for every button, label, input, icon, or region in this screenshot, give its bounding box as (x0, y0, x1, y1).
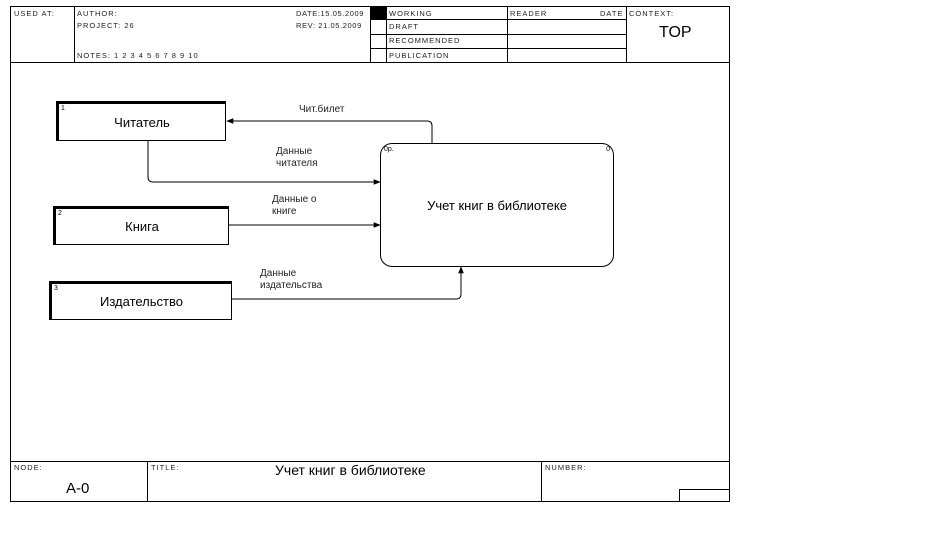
rev-label: REV: 21.05.2009 (296, 21, 362, 30)
entity-number: 3 (54, 285, 58, 292)
used-at-label: USED AT: (14, 9, 55, 18)
title-caption: TITLE: (151, 463, 180, 472)
status-draft: DRAFT (389, 22, 419, 31)
flow-label-dannye-o-knige: Данные о книге (272, 194, 317, 217)
footer-top-line (10, 461, 730, 462)
entity-izdatelstvo[interactable]: 3 Издательство (49, 281, 232, 320)
flow-label-dannye-chitatelya: Данные читателя (276, 146, 318, 169)
footer-divider-node (147, 461, 148, 502)
process-label: Учет книг в библиотеке (427, 197, 567, 213)
node-caption: NODE: (14, 463, 43, 472)
header-divider-used-at (74, 6, 75, 62)
process-uchet-knig[interactable]: 0р. 0 Учет книг в библиотеке (380, 143, 614, 267)
flow-chit-bilet (226, 118, 433, 143)
status-row-line-3 (370, 48, 626, 49)
number-corner-box (679, 489, 730, 502)
entity-number: 1 (61, 105, 65, 112)
context-value: TOP (659, 24, 692, 41)
entity-label: Издательство (100, 294, 183, 309)
entity-label: Книга (125, 219, 159, 234)
header-bottom-line (10, 62, 730, 63)
status-working: WORKING (389, 9, 433, 18)
diagram-title: Учет книг в библиотеке (275, 462, 426, 478)
notes-label: NOTES: 1 2 3 4 5 6 7 8 9 10 (77, 51, 199, 60)
entity-number: 2 (58, 210, 62, 217)
status-row-line-2 (370, 34, 626, 35)
node-value: A-0 (66, 480, 90, 497)
flow-dannye-chitatelya (147, 141, 381, 185)
footer-divider-number (541, 461, 542, 502)
status-publication: PUBLICATION (389, 51, 450, 60)
context-label: CONTEXT: (629, 9, 675, 18)
flow-label-dannye-izdatelstva: Данные издательства (260, 268, 323, 291)
date-label: DATE:15.05.2009 (296, 9, 365, 18)
working-status-marker (371, 7, 386, 19)
header-divider-context (626, 6, 627, 62)
flow-dannye-izdatelstva (232, 266, 464, 300)
entity-chitatel[interactable]: 1 Читатель (56, 101, 226, 141)
author-label: AUTHOR: (77, 9, 118, 18)
project-label: PROJECT: 26 (77, 21, 135, 30)
number-caption: NUMBER: (545, 463, 587, 472)
entity-label: Читатель (114, 114, 170, 130)
flow-label-chit-bilet: Чит.билет (299, 104, 345, 115)
reader-date-label: DATE (600, 9, 624, 18)
process-corner-number: 0 (606, 146, 610, 153)
status-row-line-1 (370, 19, 626, 20)
process-id: 0р. (384, 146, 394, 153)
reader-label: READER (510, 9, 548, 18)
entity-kniga[interactable]: 2 Книга (53, 206, 229, 245)
status-recommended: RECOMMENDED (389, 36, 461, 45)
